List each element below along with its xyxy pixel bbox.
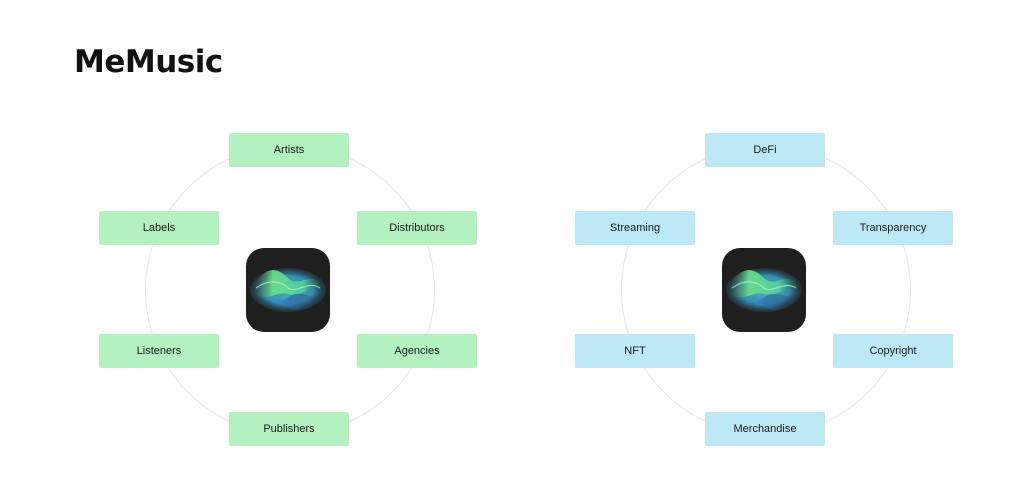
node-merchandise: Merchandise xyxy=(705,412,825,446)
node-label: Transparency xyxy=(859,222,927,234)
node-transparency: Transparency xyxy=(833,211,953,245)
stakeholders-diagram: Artists Labels Distributors Listeners Ag… xyxy=(95,125,485,455)
node-label: DeFi xyxy=(753,144,777,156)
node-label: Merchandise xyxy=(733,423,797,435)
node-label: Distributors xyxy=(389,222,445,234)
node-artists: Artists xyxy=(229,133,349,167)
node-label: Listeners xyxy=(136,345,182,357)
node-nft: NFT xyxy=(575,334,695,368)
node-label: Labels xyxy=(142,222,176,234)
node-agencies: Agencies xyxy=(357,334,477,368)
music-wave-app-icon xyxy=(722,248,806,332)
node-listeners: Listeners xyxy=(99,334,219,368)
node-defi: DeFi xyxy=(705,133,825,167)
node-copyright: Copyright xyxy=(833,334,953,368)
node-label: NFT xyxy=(624,345,646,357)
node-label: Publishers xyxy=(263,423,315,435)
node-label: Agencies xyxy=(394,345,440,357)
sound-wave-icon xyxy=(726,268,802,312)
sound-wave-icon xyxy=(250,268,326,312)
node-label: Streaming xyxy=(609,222,661,234)
node-publishers: Publishers xyxy=(229,412,349,446)
node-distributors: Distributors xyxy=(357,211,477,245)
node-label: Copyright xyxy=(869,345,917,357)
features-diagram: DeFi Streaming Transparency NFT Copyrigh… xyxy=(571,125,961,455)
music-wave-app-icon xyxy=(246,248,330,332)
node-labels: Labels xyxy=(99,211,219,245)
page-title: MeMusic xyxy=(74,44,223,80)
node-streaming: Streaming xyxy=(575,211,695,245)
node-label: Artists xyxy=(273,144,305,156)
